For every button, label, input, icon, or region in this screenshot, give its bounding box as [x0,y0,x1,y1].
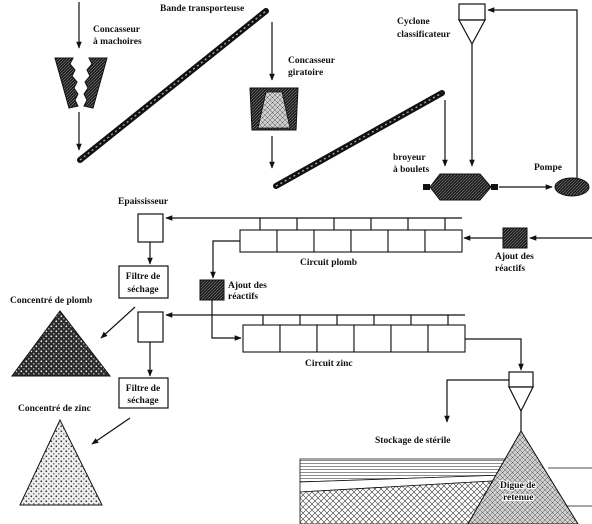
zinc-flotation-cell [390,324,429,353]
cyclone-label-line2: classificateur [397,30,451,40]
ball-mill-outlet [491,184,498,190]
zinc-thickener-box [137,311,164,343]
reagent-to-zinc-circuit-arrow [211,300,242,341]
zinc-filter-label-line1: Filtre de [126,384,160,394]
reagent-addition-left-icon [199,279,225,301]
zinc-filter-to-concentrate-arrow [91,417,131,445]
ball-mill-inlet [423,184,430,190]
lead-flotation-cell [387,229,426,253]
lead-flotation-cell [239,229,278,253]
retaining-dam-label-line1: Digue de [500,481,536,491]
ball-mill-label-line1: broyeur [393,153,426,163]
retaining-dam-label-line2: retenue [503,493,533,503]
thickener-label: Epaississeur [118,197,169,207]
zinc-flotation-cell [279,324,318,353]
cyclone-overflow-to-storage-arrow [444,379,509,423]
cyclone-classifier-head [458,3,486,21]
gyratory-crusher-label-line2: giratoire [288,68,323,78]
lead-concentrate-pile [11,310,112,377]
lead-circuit-label: Circuit plomb [300,258,357,268]
lead-filter-label-line1: Filtre de [126,272,160,282]
zinc-flotation-circuit [242,324,466,353]
lead-flotation-circuit [239,229,463,253]
gyratory-crusher-cone [257,91,291,129]
conveyor-belt-2-texture [275,92,443,187]
jaw-crusher-label-line1: Concasseur [93,25,141,35]
cyclone-classifier-icon [457,3,487,46]
zinc-tailings-to-cyclone-arrow [465,338,524,371]
lead-filter-label-line2: séchage [127,285,158,295]
tailings-cyclone-cone [508,386,534,413]
tailings-storage-label: Stockage de stérile [375,436,450,446]
ball-mill-drum [429,173,492,201]
ball-mill-icon [423,173,498,201]
tailings-cyclone-icon [508,371,534,413]
lead-froth-taps [259,218,446,230]
zinc-flotation-cell [353,324,392,353]
conveyor-belt-2 [273,90,445,189]
lead-flotation-cell [350,229,389,253]
retaining-dam [467,430,579,524]
zinc-concentrate-pile [19,418,103,506]
reagent-right-label-line1: Ajout des [495,252,534,262]
jaw-crusher-label-line2: à machoires [93,37,142,47]
zinc-froth-taps [262,315,449,325]
lead-concentrate-label: Concentré de plomb [10,296,92,306]
lead-thickener-box [137,213,164,243]
gyratory-crusher-icon [249,87,299,131]
reagent-addition-right-icon [502,227,528,249]
cyclone-classifier-cone [457,19,487,46]
cyclone-label-line1: Cyclone [397,17,430,27]
jaw-crusher-icon [54,57,108,109]
zinc-filter-label-line2: séchage [127,396,158,406]
lead-filter-box [118,265,169,299]
lead-flotation-cell [276,229,315,253]
zinc-flotation-cell [316,324,355,353]
zinc-flotation-cell [242,324,281,353]
lead-tailings-to-reagent-arrow [210,240,240,279]
tailings-cyclone-head [508,371,534,388]
zinc-filter-box [118,377,169,409]
conveyor-belt-1-body [77,8,269,163]
zinc-concentrate-label: Concentré de zinc [18,404,91,414]
pump-label: Pompe [534,163,562,173]
jaw-crusher-right-jaw [83,57,108,109]
pump-to-cyclone-line [487,7,578,178]
lead-flotation-cell [313,229,352,253]
jaw-crusher-left-jaw [54,57,79,109]
conveyor-belt-label: Bande transporteuse [160,4,244,14]
zinc-circuit-label: Circuit zinc [305,359,353,369]
ball-mill-label-line2: à boulets [393,165,429,175]
zinc-flotation-cell [427,324,466,353]
reagent-left-label-line1: Ajout des [228,281,267,291]
reagent-right-label-line2: réactifs [495,264,525,274]
tailings-layer-lower [299,480,493,524]
gyratory-crusher-label-line1: Concasseur [288,56,336,66]
reagent-left-label-line2: réactifs [228,292,258,302]
lead-filter-to-concentrate-arrow [100,306,136,339]
lead-flotation-cell [424,229,463,253]
pump-icon [554,177,590,197]
conveyor-belt-1 [77,8,269,163]
